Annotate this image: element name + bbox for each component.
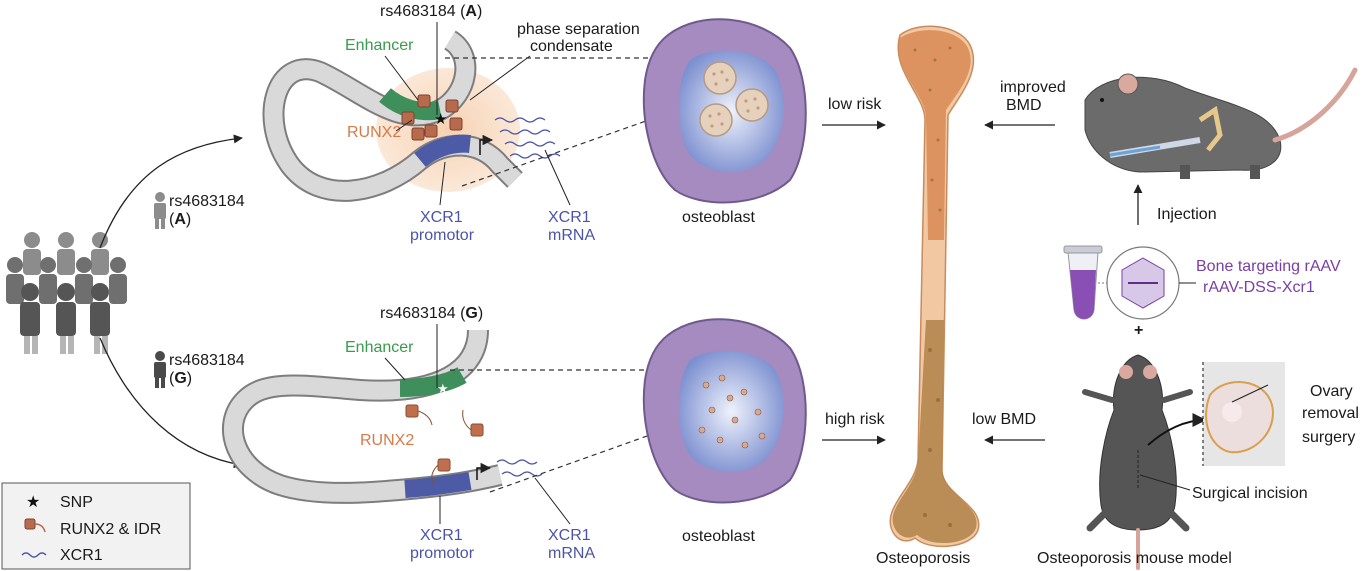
dna-loop-bottom <box>221 329 503 504</box>
aav-label-1: Bone targeting rAAV <box>1196 258 1341 275</box>
improved-bmd-1: improved <box>1000 79 1066 96</box>
treated-mouse-icon <box>1084 67 1358 179</box>
mrna-label-bottom-2: mRNA <box>548 545 595 562</box>
population-group-icon <box>6 232 127 354</box>
snp-star-top: ★ <box>434 110 447 128</box>
population-snp-bottom: rs4683184 <box>169 352 245 369</box>
promotor-label-top-2: promotor <box>410 227 475 244</box>
promotor-label-top-1: XCR1 <box>420 209 463 226</box>
legend-runx2: RUNX2 & IDR <box>60 521 161 538</box>
osteoblast-label-top: osteoblast <box>682 209 755 226</box>
population-allele-bottom: (G) <box>169 370 192 387</box>
bone-label: Osteoporosis <box>876 550 970 567</box>
plus-sign: + <box>1134 322 1143 339</box>
person-icon-bottom <box>154 351 166 388</box>
star-icon: ★ <box>26 492 40 511</box>
population-allele-top: (A) <box>169 211 191 228</box>
ovary-label-1: Ovary <box>1310 383 1353 400</box>
enhancer-label-bottom: Enhancer <box>345 339 414 356</box>
population-snp-top: rs4683184 <box>169 193 245 210</box>
mrna-label-top-2: mRNA <box>548 227 595 244</box>
risk-label-top: low risk <box>828 96 882 113</box>
promoter-arrow-bottom <box>476 462 492 480</box>
mrna-waves-bottom <box>496 459 543 477</box>
snp-star-bottom: ★ <box>437 382 449 397</box>
mrna-waves-top <box>494 117 561 159</box>
runx2-legend-icon <box>24 518 36 530</box>
osteoblast-label-bottom: osteoblast <box>682 528 755 545</box>
mrna-label-top-1: XCR1 <box>548 209 591 226</box>
runx2-label-bottom: RUNX2 <box>360 432 414 449</box>
osteoblast-cell-bottom <box>642 318 807 504</box>
promotor-label-bottom-2: promotor <box>410 545 475 562</box>
osteoblast-cell-top <box>642 18 807 204</box>
condensate-label-1: phase separation <box>517 21 640 38</box>
enhancer-label-top: Enhancer <box>345 37 414 54</box>
snp-label-bottom: rs4683184 (G) <box>380 305 483 322</box>
promoter-arrow-top <box>479 134 494 155</box>
aav-tube-icon <box>1063 245 1103 320</box>
incision-label: Surgical incision <box>1192 485 1308 502</box>
ovary-label-3: surgery <box>1302 429 1355 446</box>
runx2-free-bottom <box>405 404 484 486</box>
legend-snp: SNP <box>60 494 93 511</box>
improved-bmd-2: BMD <box>1006 97 1042 114</box>
person-icon-top <box>154 192 166 229</box>
low-bmd-label: low BMD <box>972 411 1036 428</box>
condensate-label-2: condensate <box>530 38 613 55</box>
population-arrow-bottom <box>99 337 243 469</box>
dna-loop-top <box>262 30 523 202</box>
aav-label-2: rAAV-DSS-Xcr1 <box>1203 279 1315 296</box>
mouse-model-label: Osteoporosis mouse model <box>1037 550 1232 567</box>
femur-bone-icon <box>889 25 980 548</box>
ovary-panel <box>1202 362 1285 466</box>
mrna-label-bottom-1: XCR1 <box>548 527 591 544</box>
runx2-label-top: RUNX2 <box>347 124 401 141</box>
snp-label-top: rs4683184 (A) <box>380 3 482 20</box>
legend-box: ★ SNP RUNX2 & IDR XCR1 <box>1 482 191 570</box>
ovary-label-2: removal <box>1302 405 1359 422</box>
promotor-label-bottom-1: XCR1 <box>420 527 463 544</box>
aav-virus-icon <box>1106 246 1180 320</box>
ovx-mouse-icon <box>1082 354 1193 570</box>
legend-xcr1: XCR1 <box>60 547 103 564</box>
injection-label: Injection <box>1157 206 1217 223</box>
runx2-cluster-top <box>401 94 463 141</box>
wave-legend-icon <box>21 552 47 558</box>
risk-label-bottom: high risk <box>825 411 886 428</box>
population-arrow-top <box>99 134 243 249</box>
